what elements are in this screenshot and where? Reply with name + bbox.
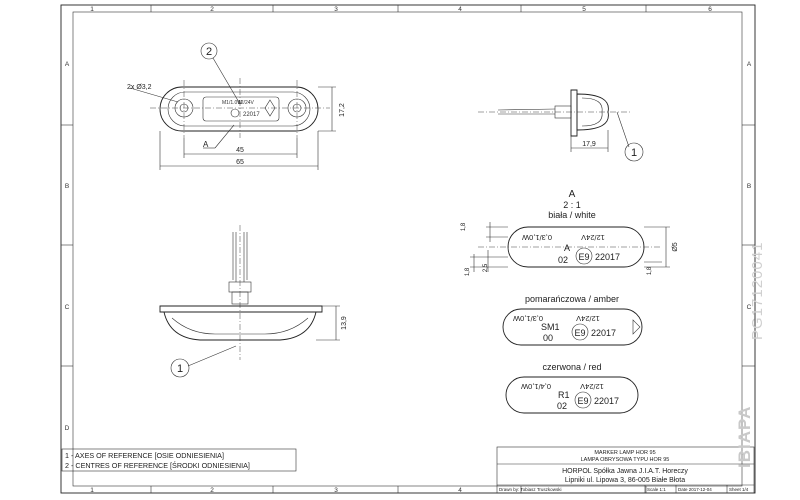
title-en: MARKER LAMP HOR 95	[594, 450, 655, 456]
detail-dim-dia: Ø5	[672, 242, 679, 251]
white-approval: 22017	[595, 252, 620, 262]
dim-side-width: 17,9	[582, 141, 596, 148]
col-label-1-bottom: 1	[90, 487, 94, 494]
lens-red	[505, 376, 639, 414]
code-vertical: PG17120041	[749, 242, 766, 340]
sheet-border-inner	[72, 11, 743, 487]
vertical-brand: IBIAPA PG17120041	[735, 242, 766, 468]
red-voltage: 12/24V	[580, 382, 604, 391]
detail-title: A	[569, 189, 576, 200]
col-label-1: 1	[90, 6, 94, 13]
white-code-b: 02	[558, 255, 568, 265]
red-code-a: R1	[558, 390, 570, 400]
detail-dim-2: 1,8	[465, 267, 471, 276]
amber-code-a: SM1	[541, 322, 560, 332]
top-label-plate	[202, 96, 280, 122]
sheet-border-outer	[60, 4, 756, 494]
amber-voltage: 12/24V	[576, 314, 600, 323]
col-label-2: 2	[210, 6, 214, 13]
drawn-by: Drawn by: Tobiasz Truszkowski	[499, 487, 561, 492]
grid-row-labels: A B C D A B C	[65, 61, 752, 432]
top-label-voltage: 12/24V	[238, 100, 255, 106]
row-label-a-right: A	[747, 61, 752, 68]
dim-inner-45: 45	[236, 147, 244, 154]
amber-power: 0,3/1,0W	[512, 314, 543, 323]
amber-code-b: 00	[543, 333, 553, 343]
grid-ticks	[61, 5, 755, 493]
row-label-a: A	[65, 61, 70, 68]
col-label-3: 3	[334, 6, 338, 13]
row-label-d: D	[65, 425, 70, 432]
sheet-number: Sheet 1/4	[729, 487, 749, 492]
view-front: 13,9 1	[159, 225, 348, 378]
title-block: MARKER LAMP HOR 95 LAMPA OBRYSOWA TYPU H…	[496, 446, 755, 494]
row-label-b-right: B	[747, 183, 751, 190]
callout-circle-2	[200, 42, 218, 60]
callout-circle-1-side	[624, 142, 644, 162]
date: Date 2017-12-04	[678, 487, 712, 492]
amber-approval: 22017	[591, 328, 616, 338]
dim-hole-diameter: 2x Ø3,2	[127, 84, 152, 91]
callout-2-label: 2	[206, 46, 212, 58]
top-label-small: M1/1.0W	[222, 100, 242, 106]
detail-variant-red: czerwona / red	[542, 362, 601, 372]
row-label-c-right: C	[747, 304, 752, 311]
callout-circle-1-front	[170, 358, 190, 378]
top-label-code: 22017	[243, 112, 260, 118]
col-label-4-bottom: 4	[458, 487, 462, 494]
section-ref-a: A	[203, 140, 209, 149]
view-top: 2 M1/1.0W 12/24V 22017 2x Ø3,2 17,2	[127, 42, 346, 170]
lens-amber	[502, 308, 643, 346]
top-body-outline	[159, 86, 319, 132]
amber-mark: E9	[574, 328, 585, 338]
white-code-a: A	[564, 243, 570, 253]
company-name: HORPOL Spółka Jawna J.I.A.T. Horeczy	[562, 468, 688, 475]
red-code-b: 02	[557, 401, 567, 411]
col-label-2-bottom: 2	[210, 487, 214, 494]
row-label-b: B	[65, 183, 69, 190]
view-side: 17,9 1	[478, 89, 644, 162]
callout-1-front-label: 1	[177, 363, 183, 375]
brand-vertical: IBIAPA	[735, 406, 754, 468]
red-power: 0,4/1,0W	[520, 382, 551, 391]
white-power: 0,3/1,0W	[521, 233, 552, 242]
white-voltage: 12/24V	[581, 233, 605, 242]
dim-height-top: 17,2	[339, 103, 346, 117]
detail-dim-1: 1,8	[461, 222, 467, 231]
white-mark: E9	[578, 252, 589, 262]
detail-dim-3: 2,5	[483, 263, 489, 272]
detail-variant-amber: pomarańczowa / amber	[525, 294, 619, 304]
detail-scale: 2 : 1	[563, 200, 581, 210]
dim-outer-65: 65	[236, 159, 244, 166]
detail-dim-4: 1,8	[647, 266, 653, 275]
detail-variant-white: biała / white	[548, 210, 596, 220]
legend-box: 1 - AXES OF REFERENCE [OSIE ODNIESIENIA]…	[61, 448, 297, 472]
legend-line-1: 1 - AXES OF REFERENCE [OSIE ODNIESIENIA]	[65, 451, 224, 460]
red-approval: 22017	[594, 396, 619, 406]
scale: Scale 1:1	[647, 487, 666, 492]
red-mark: E9	[577, 396, 588, 406]
col-label-4: 4	[458, 6, 462, 13]
grid-column-labels: 1 2 3 4 5 6 1 2 3 4	[90, 6, 712, 494]
detail-a: A 2 : 1 biała / white 0,3/1,0W 12/24V A …	[461, 189, 679, 414]
legend-line-2: 2 - CENTRES OF REFERENCE [ŚRODKI ODNIESI…	[65, 461, 250, 470]
row-label-c: C	[65, 304, 70, 311]
callout-1-side-label: 1	[631, 147, 637, 159]
company-address: Lipniki ul. Lipowa 3, 86-005 Białe Błota	[565, 477, 685, 484]
col-label-3-bottom: 3	[334, 487, 338, 494]
col-label-5: 5	[582, 6, 586, 13]
dim-front-height: 13,9	[341, 316, 348, 330]
title-pl: LAMPA OBRYSOWA TYPU HOR 95	[581, 457, 670, 463]
col-label-6: 6	[708, 6, 712, 13]
